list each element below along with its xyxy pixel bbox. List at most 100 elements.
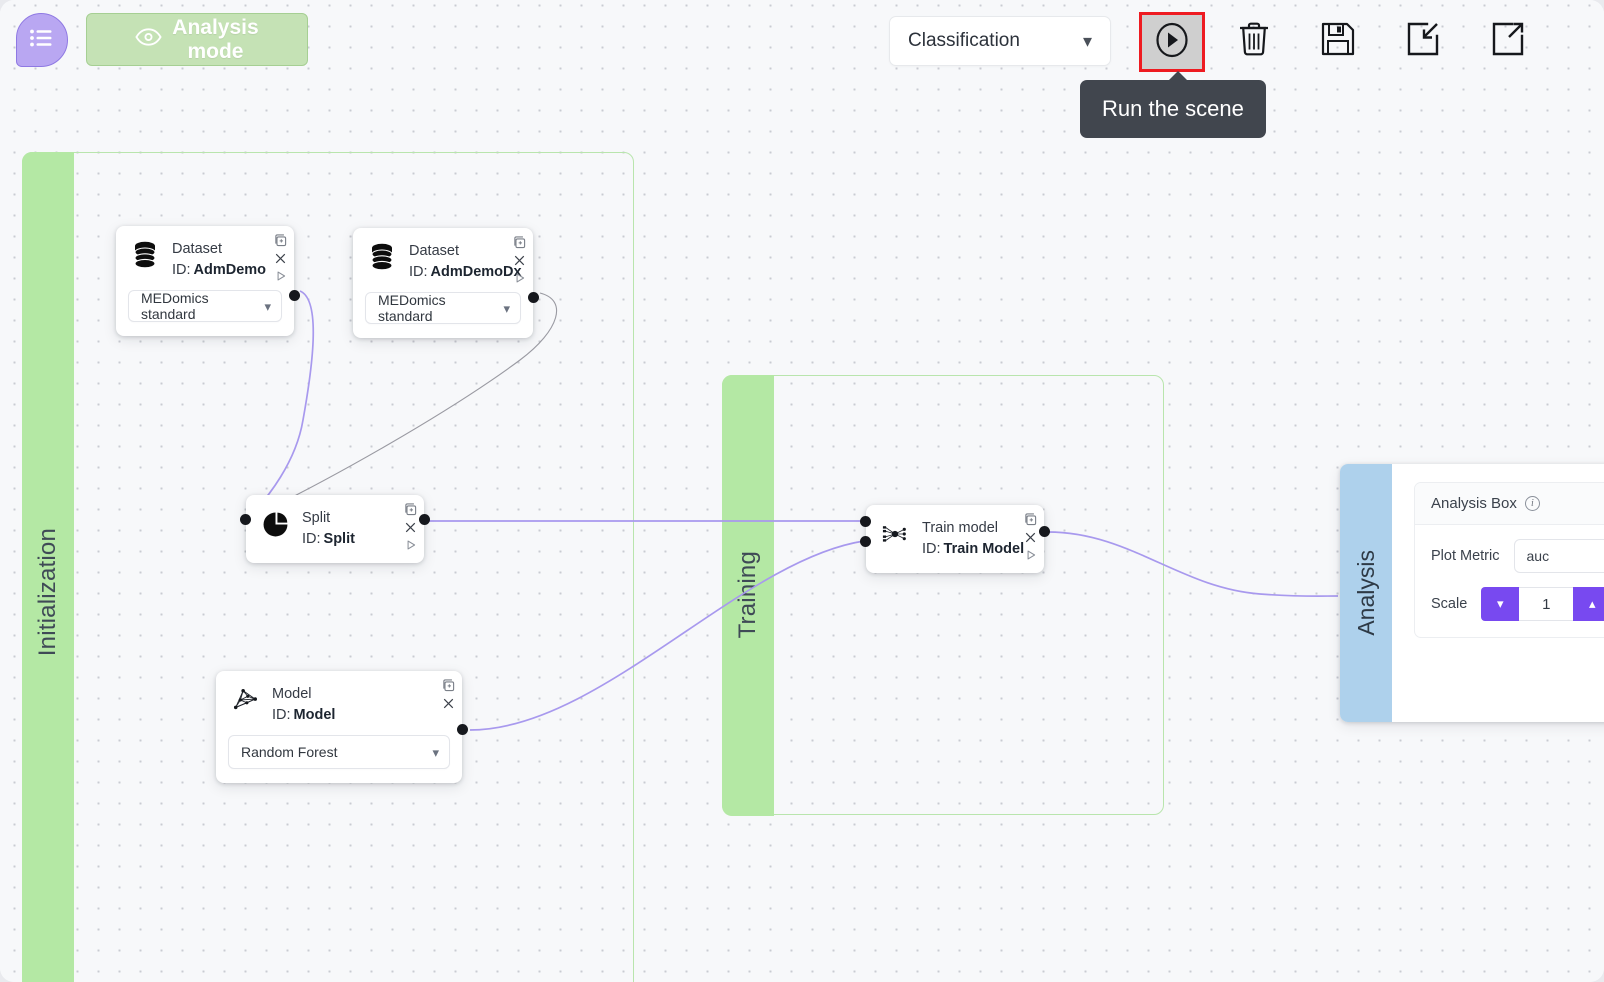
- analysis-mode-line2: mode: [187, 39, 244, 63]
- node-config: MEDomics standard ▾: [353, 292, 533, 338]
- node-header: Dataset ID:AdmDemo: [116, 226, 294, 290]
- play-circle-icon: [1152, 20, 1192, 65]
- node-id-label: ID:: [409, 263, 428, 280]
- dataset-format-value: MEDomics standard: [141, 290, 209, 323]
- node-id-row: ID:Model: [272, 705, 335, 726]
- close-icon[interactable]: [512, 252, 527, 268]
- play-triangle-icon[interactable]: [1023, 547, 1038, 563]
- model-algorithm-value: Random Forest: [241, 744, 338, 761]
- node-header: Train model ID:Train Model: [866, 505, 1044, 573]
- plot-metric-label: Plot Metric: [1431, 548, 1500, 564]
- play-triangle-icon[interactable]: [403, 537, 418, 553]
- node-output-handle[interactable]: [457, 724, 468, 735]
- node-tools: [1023, 511, 1038, 563]
- node-id-label: ID:: [272, 706, 291, 723]
- save-button[interactable]: [1311, 14, 1365, 68]
- analysis-mode-line1: Analysis: [172, 16, 259, 40]
- group-initialization-tab[interactable]: Initialization: [21, 151, 74, 982]
- duplicate-icon[interactable]: [441, 677, 456, 693]
- hamburger-menu-icon: [29, 28, 55, 53]
- info-icon[interactable]: i: [1524, 496, 1540, 511]
- node-id-label: ID:: [172, 261, 191, 278]
- scale-increment-button[interactable]: ▴: [1573, 587, 1604, 621]
- node-id-value: Split: [323, 530, 355, 547]
- delete-button[interactable]: [1227, 14, 1281, 68]
- analysis-box-title: Analysis Box: [1431, 495, 1517, 512]
- node-id-row: ID:Split: [302, 529, 355, 550]
- group-initialization[interactable]: Initialization: [21, 151, 634, 982]
- analysis-body: Analysis Box i Plot Metric auc Scale ▾ 1…: [1392, 464, 1604, 722]
- node-id-label: ID:: [302, 530, 321, 547]
- network-graph-icon: [230, 683, 260, 717]
- tooltip-run-the-scene: Run the scene: [1080, 71, 1266, 138]
- node-type-label: Model: [272, 686, 312, 702]
- run-scene-button[interactable]: [1139, 12, 1205, 72]
- close-icon[interactable]: [441, 695, 456, 711]
- close-icon[interactable]: [403, 519, 418, 535]
- node-tools: [403, 501, 418, 553]
- dataset-format-select[interactable]: MEDomics standard ▾: [128, 290, 282, 323]
- plot-metric-input[interactable]: auc: [1513, 539, 1604, 573]
- scale-label: Scale: [1431, 596, 1468, 612]
- node-text: Dataset ID:AdmDemo: [172, 238, 266, 280]
- group-training[interactable]: Training: [721, 374, 1164, 816]
- trash-icon: [1235, 19, 1273, 64]
- duplicate-icon[interactable]: [403, 501, 418, 517]
- analysis-box-header: Analysis Box i: [1415, 483, 1604, 525]
- scale-value[interactable]: 1: [1519, 587, 1574, 621]
- model-algorithm-select[interactable]: Random Forest ▾: [228, 735, 450, 770]
- node-id-value: Model: [293, 706, 336, 723]
- node-input-handle-dataset[interactable]: [860, 516, 871, 527]
- experiment-type-select[interactable]: Classification ▾: [889, 16, 1111, 66]
- node-header: Model ID:Model: [216, 671, 462, 735]
- eye-icon: [135, 27, 162, 52]
- node-output-handle[interactable]: [1039, 526, 1050, 537]
- node-train-model[interactable]: Train model ID:Train Model: [860, 505, 1050, 574]
- node-type-label: Split: [302, 510, 331, 526]
- node-config: Random Forest ▾: [216, 735, 462, 783]
- node-id-value: AdmDemoDx: [430, 263, 522, 280]
- export-button[interactable]: [1481, 14, 1535, 68]
- dataset-format-select[interactable]: MEDomics standard ▾: [365, 292, 521, 325]
- node-analysis[interactable]: Analysis Analysis Box i Plot Metric auc …: [1340, 464, 1604, 722]
- analysis-tab[interactable]: Analysis: [1340, 464, 1392, 722]
- node-tools: [273, 232, 288, 284]
- node-id-row: ID:AdmDemoDx: [409, 262, 522, 283]
- node-tools: [441, 677, 456, 711]
- analysis-box: Analysis Box i Plot Metric auc Scale ▾ 1…: [1414, 482, 1604, 638]
- node-output-handle[interactable]: [419, 514, 430, 525]
- chevron-down-icon: ▾: [264, 298, 271, 314]
- scale-decrement-button[interactable]: ▾: [1481, 587, 1520, 621]
- node-output-handle[interactable]: [289, 290, 300, 301]
- node-split[interactable]: Split ID:Split: [240, 495, 430, 564]
- node-input-handle-model[interactable]: [860, 536, 871, 547]
- node-dataset-admdemodx[interactable]: Dataset ID:AdmDemoDx MEDomics standard: [353, 228, 539, 339]
- import-button[interactable]: [1396, 14, 1450, 68]
- node-output-handle[interactable]: [528, 292, 539, 303]
- duplicate-icon[interactable]: [512, 234, 527, 250]
- play-triangle-icon[interactable]: [512, 270, 527, 286]
- neural-network-icon: [880, 517, 910, 551]
- analysis-mode-label: Analysis mode: [172, 16, 258, 62]
- node-dataset-admdemo[interactable]: Dataset ID:AdmDemo MEDomics standard: [116, 226, 300, 337]
- analysis-mode-button[interactable]: Analysis mode: [86, 13, 308, 66]
- group-training-label: Training: [733, 551, 761, 639]
- close-icon[interactable]: [1023, 529, 1038, 545]
- close-icon[interactable]: [273, 250, 288, 266]
- node-model[interactable]: Model ID:Model Random Forest ▾: [216, 671, 468, 784]
- export-icon: [1489, 20, 1527, 63]
- node-id-label: ID:: [922, 540, 941, 557]
- node-id-row: ID:AdmDemo: [172, 260, 266, 281]
- play-triangle-icon[interactable]: [273, 268, 288, 284]
- chevron-down-icon: ▾: [503, 300, 510, 316]
- duplicate-icon[interactable]: [273, 232, 288, 248]
- node-text: Train model ID:Train Model: [922, 517, 1024, 559]
- node-input-handle[interactable]: [240, 514, 251, 525]
- group-initialization-label: Initialization: [33, 527, 61, 657]
- sidebar-toggle-button[interactable]: [16, 13, 68, 67]
- duplicate-icon[interactable]: [1023, 511, 1038, 527]
- group-training-tab[interactable]: Training: [721, 374, 774, 816]
- experiment-type-value: Classification: [908, 30, 1020, 51]
